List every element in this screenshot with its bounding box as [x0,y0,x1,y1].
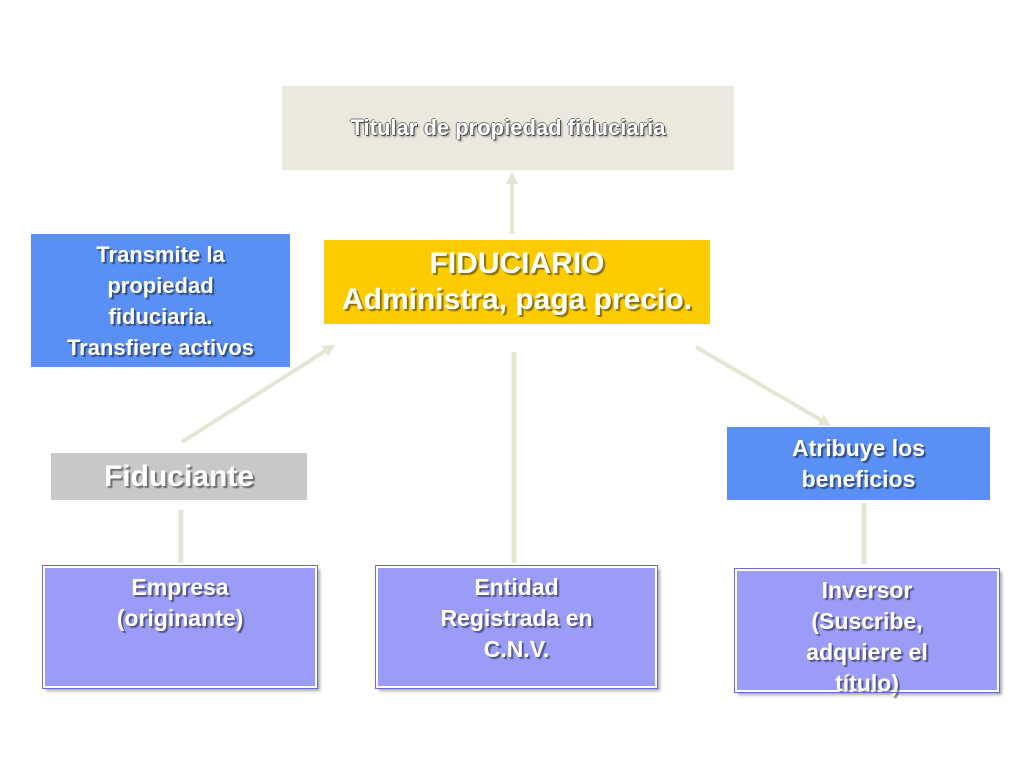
fiduciario-title: FIDUCIARIO [429,247,605,280]
atribuye-line: beneficios [801,465,916,492]
entidad-line: Registrada en [440,605,593,631]
empresa-line: Empresa [131,574,229,600]
transmite-line: fiduciaria. [108,303,213,329]
transmite-box: Transmite la propiedad fiduciaria. Trans… [31,234,290,367]
entidad-line: C.N.V. [483,636,550,662]
entidad-box: Entidad Registrada en C.N.V. [375,565,658,689]
inversor-line: adquiere el [806,639,928,665]
fiduciante-box: Fiduciante [51,453,307,500]
titular-label: Titular de propiedad fiduciaria [350,115,666,140]
inversor-line: (Suscribe, [811,608,923,634]
inversor-line: Inversor [821,577,913,603]
empresa-line: (originante) [116,605,244,631]
transmite-line: Transmite la [96,241,225,267]
atribuye-box: Atribuye los beneficios [727,427,990,500]
inversor-line: título) [835,670,899,696]
arrow-fiduciante-to-fiduciario [180,344,336,444]
fiduciante-label: Fiduciante [103,459,254,493]
transmite-line: Transfiere activos [66,334,255,360]
atribuye-line: Atribuye los [792,434,925,461]
titular-box: Titular de propiedad fiduciaria [282,86,734,170]
entidad-line: Entidad [474,574,559,600]
transmite-line: propiedad [107,272,214,298]
inversor-box: Inversor (Suscribe, adquiere el título) [734,568,1000,696]
fiduciario-box: FIDUCIARIO Administra, paga precio. [324,240,710,324]
arrow-fiduciario-to-atribuye [694,345,832,427]
empresa-box: Empresa (originante) [42,565,318,689]
fiduciario-subtitle: Administra, paga precio. [341,283,693,316]
